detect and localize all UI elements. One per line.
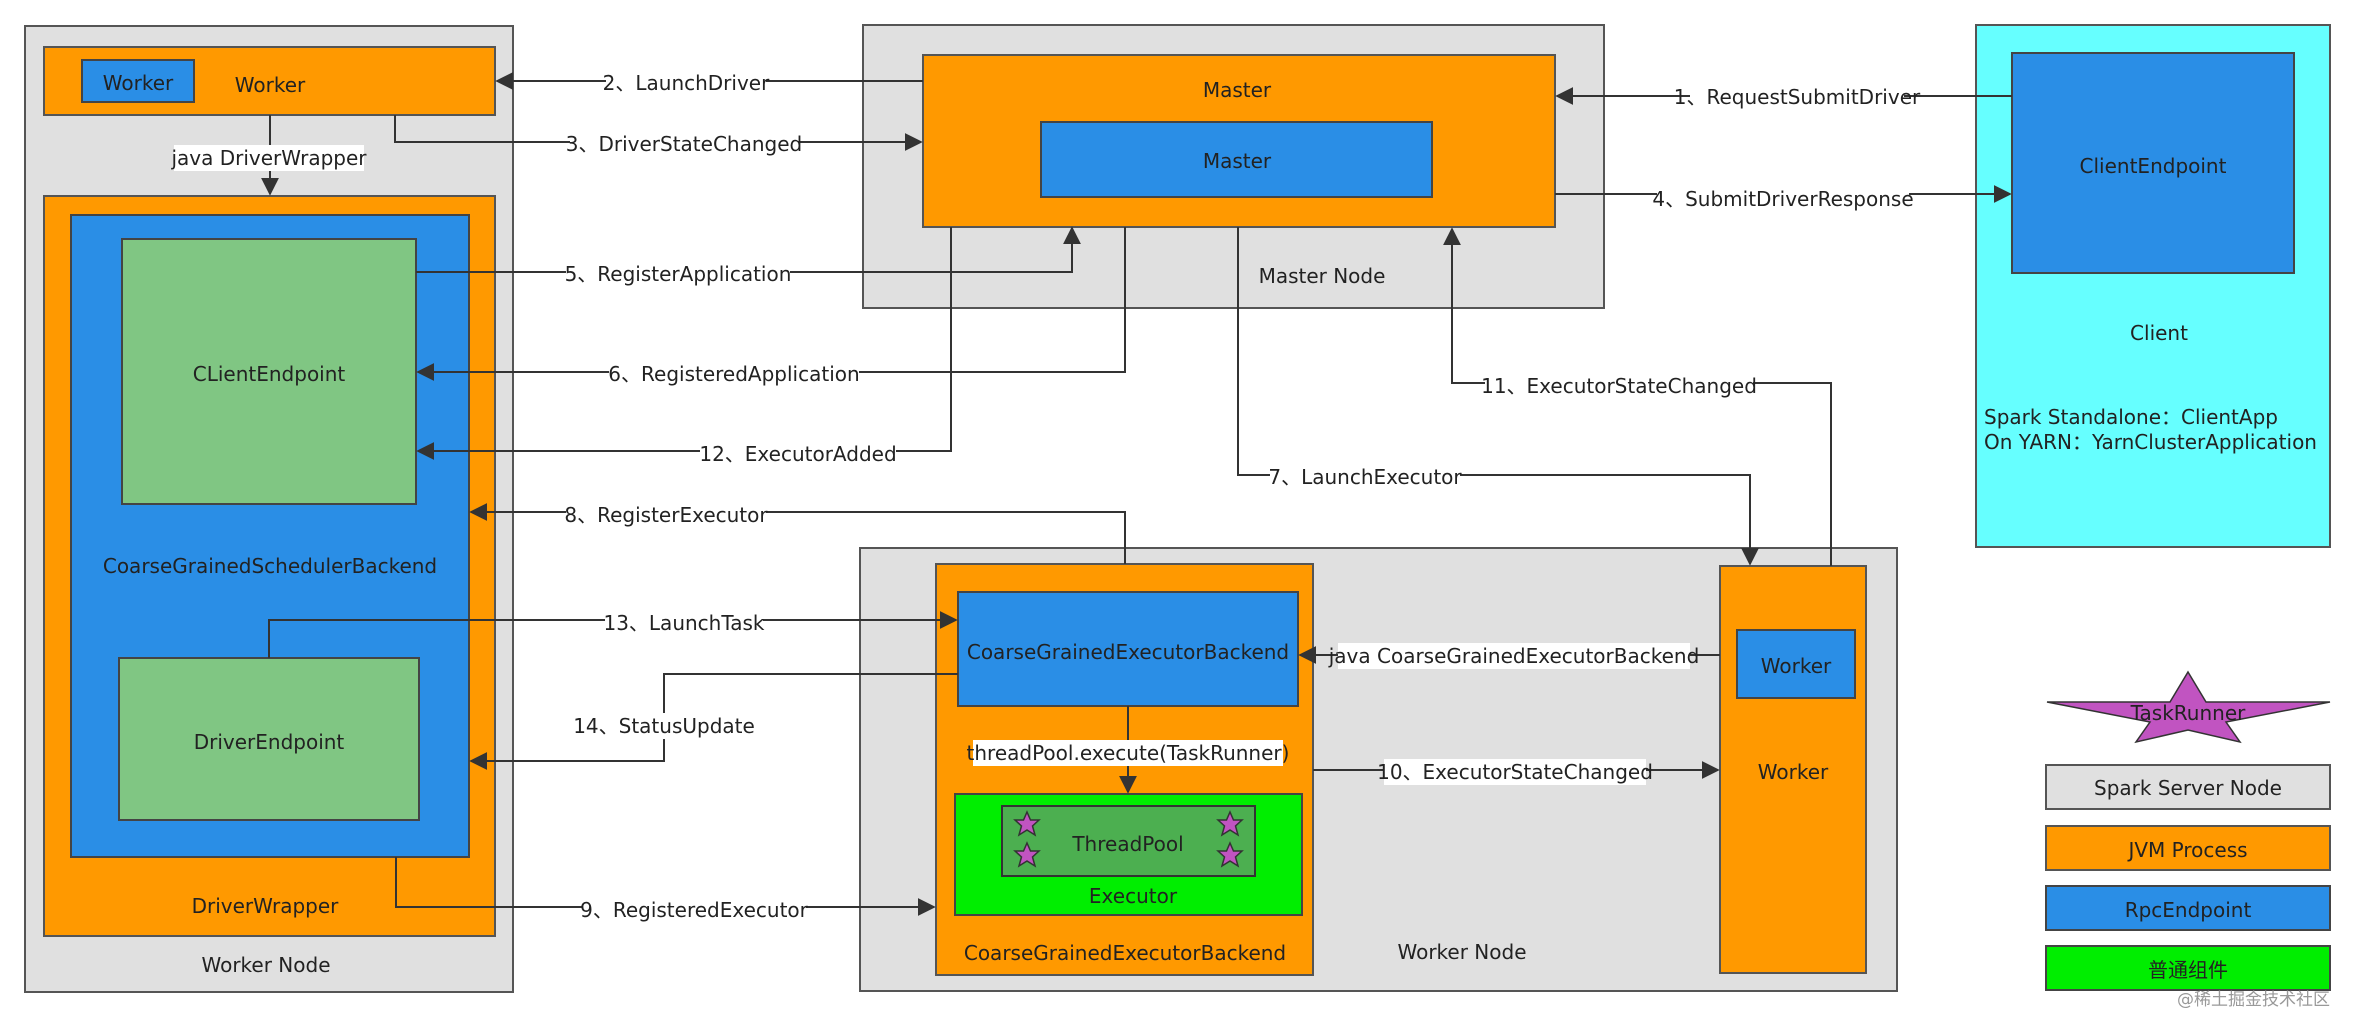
edge-java-cgeb-label: java CoarseGrainedExecutorBackend xyxy=(1328,644,1700,668)
edge-labels: 1、RequestSubmitDriver 2、LaunchDriver 3、D… xyxy=(170,70,1921,923)
legend-common-component xyxy=(2045,945,2331,991)
edge-11-label: 11、ExecutorStateChanged xyxy=(1481,374,1757,398)
edge-12-label: 12、ExecutorAdded xyxy=(699,442,896,466)
legend: TaskRunner Spark Server Node JVM Process… xyxy=(2045,670,2331,991)
threadpool-label: ThreadPool xyxy=(1071,832,1183,856)
client-endpoint-label: ClientEndpoint xyxy=(2080,154,2227,178)
edge-10-label: 10、ExecutorStateChanged xyxy=(1377,760,1653,784)
task-runner-star-icon xyxy=(1013,810,1041,837)
edge-14-label: 14、StatusUpdate xyxy=(573,714,755,738)
task-runner-star-icon xyxy=(1013,841,1041,868)
driver-wrapper-label: DriverWrapper xyxy=(192,894,340,918)
edge-1-label: 1、RequestSubmitDriver xyxy=(1674,85,1921,109)
task-runner-star-icon xyxy=(1216,810,1244,837)
master-node-label: Master Node xyxy=(1259,264,1386,288)
worker-process-right-label: Worker xyxy=(1758,760,1829,784)
master-endpoint xyxy=(1040,121,1433,198)
legend-server-node xyxy=(2045,764,2331,810)
legend-server-node-label: Spark Server Node xyxy=(2094,776,2282,800)
legend-jvm-process xyxy=(2045,825,2331,871)
threadpool xyxy=(1001,805,1256,877)
executor-backend-endpoint xyxy=(957,591,1299,707)
edge-8-label: 8、RegisterExecutor xyxy=(564,503,768,527)
client-endpoint-left-label: CLientEndpoint xyxy=(193,362,346,386)
worker-node-right-label: Worker Node xyxy=(1397,940,1526,964)
worker-endpoint-top xyxy=(81,59,195,103)
client-endpoint-left xyxy=(121,238,417,505)
edge-9-label: 9、RegisteredExecutor xyxy=(580,898,809,922)
driver-endpoint-label: DriverEndpoint xyxy=(194,730,345,754)
edge-13-label: 13、LaunchTask xyxy=(603,611,764,635)
edge-7-label: 7、LaunchExecutor xyxy=(1268,465,1462,489)
task-runner-star-icon xyxy=(1216,841,1244,868)
edge-3-label: 3、DriverStateChanged xyxy=(566,132,802,156)
client-note-standalone: Spark Standalone：ClientApp xyxy=(1984,405,2278,429)
edge-7 xyxy=(1237,227,1759,566)
executor-label: Executor xyxy=(1089,884,1178,908)
edge-5-label: 5、RegisterApplication xyxy=(565,262,792,286)
master-endpoint-label: Master xyxy=(1203,149,1272,173)
legend-common-component-label: 普通组件 xyxy=(2148,958,2228,982)
edge-2-label: 2、LaunchDriver xyxy=(603,71,770,95)
legend-rpc-endpoint xyxy=(2045,885,2331,931)
legend-rpc-endpoint-label: RpcEndpoint xyxy=(2125,898,2252,922)
worker-endpoint-right-label: Worker xyxy=(1761,654,1832,678)
worker-endpoint-top-label: Worker xyxy=(103,71,174,95)
edge-thread-exec-label: threadPool.execute(TaskRunner) xyxy=(967,741,1290,765)
client-note-yarn: On YARN：YarnClusterApplication xyxy=(1984,430,2317,454)
worker-node-left-label: Worker Node xyxy=(201,953,330,977)
worker-process-top-label: Worker xyxy=(235,73,306,97)
edge-4-label: 4、SubmitDriverResponse xyxy=(1652,187,1913,211)
edge-java-driver-wrapper-label: java DriverWrapper xyxy=(170,146,367,170)
client-endpoint xyxy=(2011,52,2295,274)
legend-task-runner-label: TaskRunner xyxy=(2130,701,2246,725)
scheduler-backend-label: CoarseGrainedSchedulerBackend xyxy=(103,554,437,578)
executor-backend-process-label: CoarseGrainedExecutorBackend xyxy=(964,941,1286,965)
watermark: @稀土掘金技术社区 xyxy=(2177,990,2330,1010)
legend-task-runner-star-icon xyxy=(2046,670,2331,744)
legend-jvm-process-label: JVM Process xyxy=(2126,838,2247,862)
worker-endpoint-right xyxy=(1736,629,1856,699)
executor-backend-endpoint-label: CoarseGrainedExecutorBackend xyxy=(967,640,1289,664)
edge-12 xyxy=(416,227,952,460)
edge-6-label: 6、RegisteredApplication xyxy=(608,362,859,386)
driver-endpoint xyxy=(118,657,420,821)
client-label: Client xyxy=(2130,321,2188,345)
master-process-label: Master xyxy=(1203,78,1272,102)
